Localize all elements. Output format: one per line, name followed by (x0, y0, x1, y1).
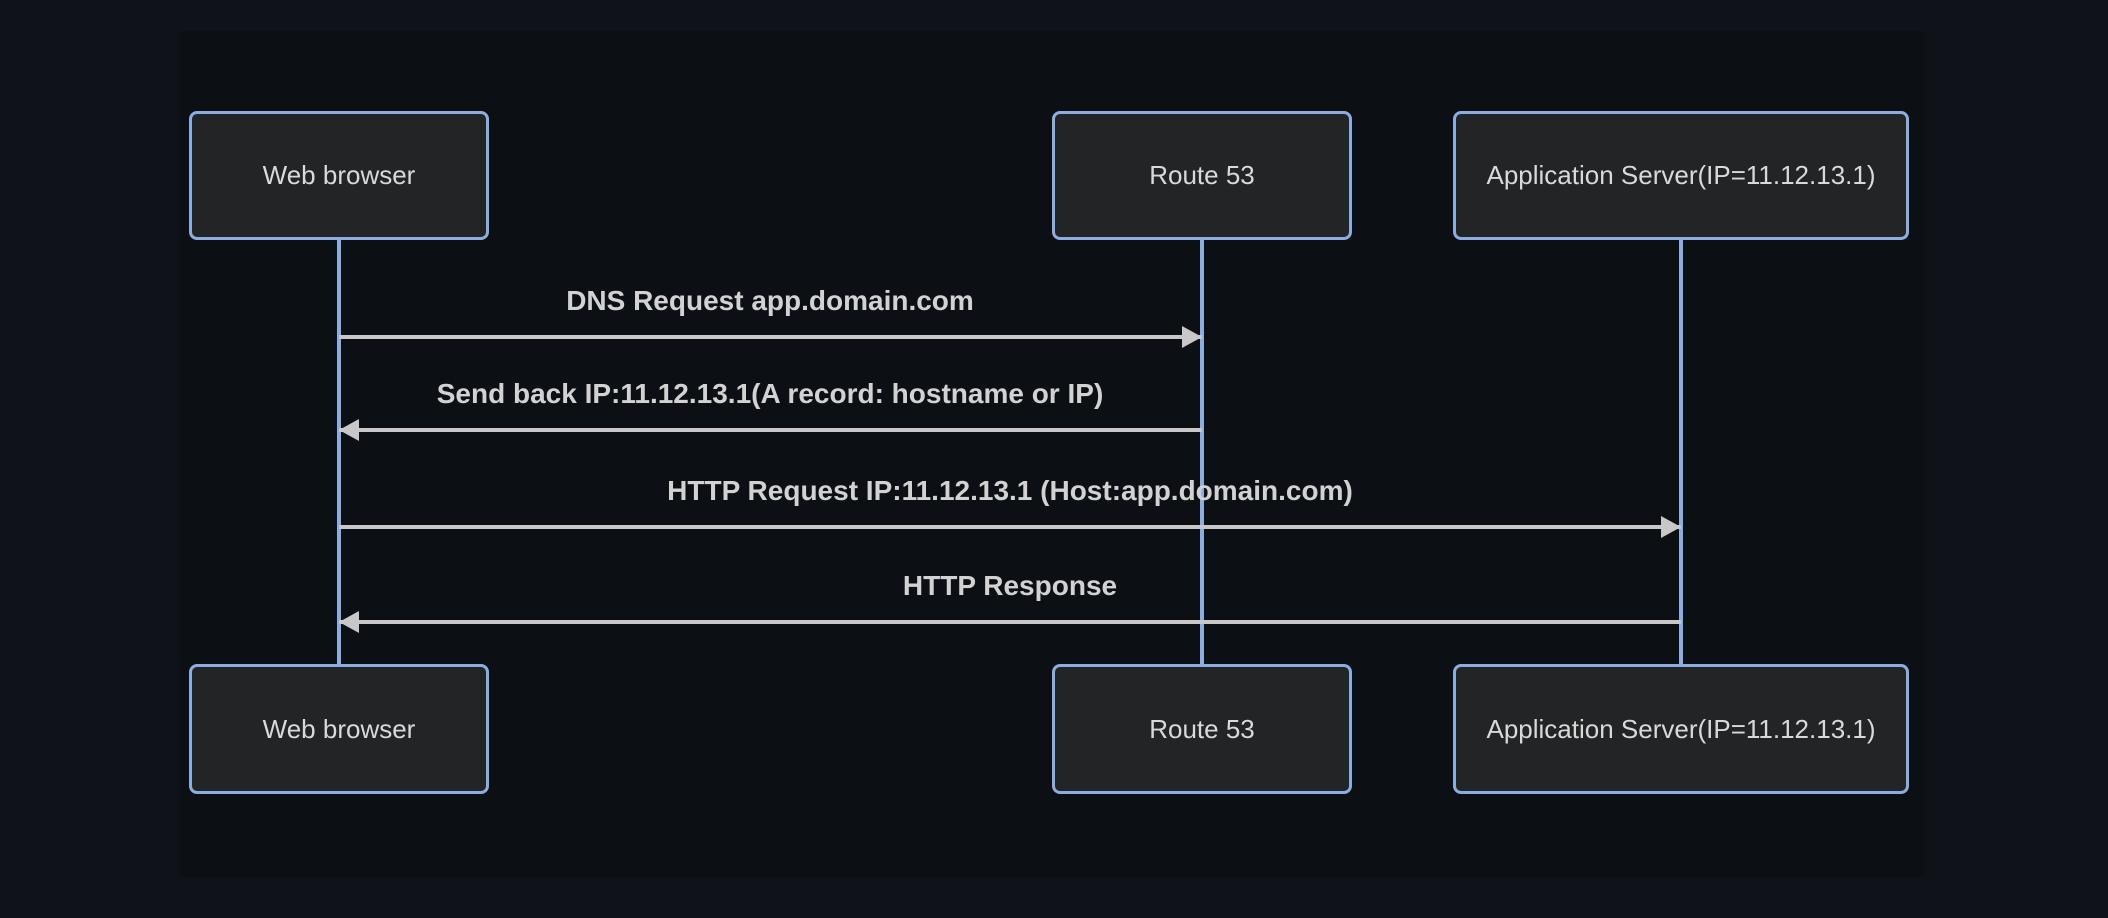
actor-label-app-server-top: Application Server(IP=11.12.13.1) (1486, 160, 1876, 190)
actor-box-route53-top: Route 53 (1052, 111, 1352, 240)
message-1-arrowhead-right-icon (1182, 326, 1202, 348)
actor-box-app-server-bottom: Application Server(IP=11.12.13.1) (1453, 664, 1909, 794)
lifeline-web-browser (337, 240, 341, 664)
actor-label-app-server-bottom: Application Server(IP=11.12.13.1) (1486, 713, 1876, 744)
actor-label-route53-top: Route 53 (1149, 160, 1255, 190)
message-3-line (339, 525, 1681, 529)
actor-label-web-browser-bottom: Web browser (262, 713, 416, 744)
lifeline-app-server (1679, 240, 1683, 664)
message-4-arrowhead-left-icon (339, 611, 359, 633)
message-2-line (339, 428, 1202, 432)
message-4-label: HTTP Response (902, 570, 1118, 601)
message-1-line (339, 335, 1202, 339)
message-3-arrowhead-right-icon (1661, 516, 1681, 538)
actor-box-web-browser-bottom: Web browser (189, 664, 489, 794)
actor-box-route53-bottom: Route 53 (1052, 664, 1352, 794)
message-2-arrowhead-left-icon (339, 419, 359, 441)
actor-box-app-server-top: Application Server(IP=11.12.13.1) (1453, 111, 1909, 240)
message-4-line (339, 620, 1681, 624)
lifeline-route53 (1200, 240, 1204, 664)
message-2-label: Send back IP:11.12.13.1(A record: hostna… (436, 378, 1104, 409)
message-3-label: HTTP Request IP:11.12.13.1 (Host:app.dom… (667, 475, 1353, 506)
actor-box-web-browser-top: Web browser (189, 111, 489, 240)
message-1-label: DNS Request app.domain.com (566, 285, 974, 316)
actor-label-route53-bottom: Route 53 (1149, 713, 1255, 744)
actor-label-web-browser-top: Web browser (262, 160, 416, 190)
